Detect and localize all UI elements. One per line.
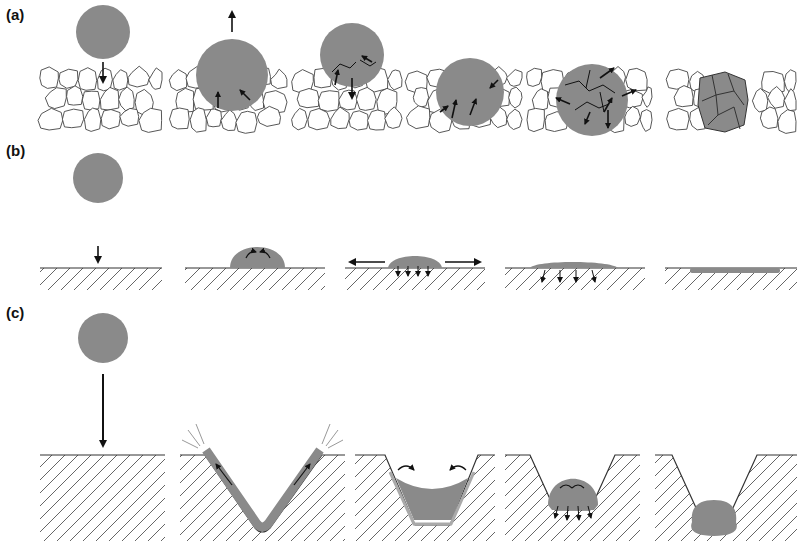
rock	[139, 108, 162, 132]
rock	[778, 110, 796, 134]
rock	[84, 108, 100, 131]
rock	[507, 70, 523, 87]
rock-pile	[38, 66, 796, 133]
rock	[271, 69, 287, 89]
rock	[407, 106, 430, 129]
rock	[527, 108, 544, 131]
rock	[101, 110, 120, 129]
rock	[100, 87, 119, 110]
rock	[206, 109, 221, 127]
rock	[385, 107, 402, 128]
rock	[640, 110, 652, 132]
rock	[674, 86, 693, 107]
row-b-droplets	[73, 153, 780, 282]
panel-label: (c)	[6, 304, 24, 321]
rock	[62, 109, 83, 128]
row-a-droplets	[76, 5, 748, 136]
rock	[82, 91, 100, 110]
rock	[667, 108, 689, 129]
rock	[308, 109, 330, 130]
rock	[626, 68, 647, 90]
rock	[128, 66, 149, 87]
rock	[119, 87, 135, 111]
rock	[78, 68, 97, 91]
rock	[297, 89, 319, 108]
rock	[388, 70, 402, 90]
rock	[368, 110, 386, 130]
rock	[532, 89, 548, 111]
rock	[527, 68, 542, 86]
rock	[768, 87, 785, 109]
row-c-surface	[40, 455, 797, 541]
panel-label: (b)	[6, 142, 25, 159]
rock	[113, 70, 128, 90]
rock	[509, 87, 522, 108]
rock	[67, 86, 83, 105]
rock	[170, 108, 190, 129]
rock	[221, 110, 237, 131]
rock	[45, 88, 66, 109]
rock	[413, 88, 428, 108]
row-c-droplets	[78, 313, 737, 536]
rock	[752, 88, 767, 112]
rock	[339, 90, 358, 110]
rock	[190, 108, 206, 132]
rock	[169, 70, 187, 91]
rock	[38, 108, 63, 130]
rock	[40, 67, 59, 89]
rock	[356, 87, 376, 110]
rock	[120, 108, 139, 126]
panel-label: (a)	[6, 6, 24, 23]
rock	[331, 107, 349, 129]
rock	[784, 89, 796, 111]
rock	[236, 111, 257, 133]
rock	[292, 108, 308, 129]
rock	[349, 111, 368, 130]
rock	[760, 107, 778, 129]
rock	[507, 109, 522, 129]
rock	[149, 68, 162, 89]
rock	[625, 106, 641, 126]
rock	[642, 87, 652, 107]
rock	[257, 106, 280, 126]
rock	[318, 91, 339, 112]
